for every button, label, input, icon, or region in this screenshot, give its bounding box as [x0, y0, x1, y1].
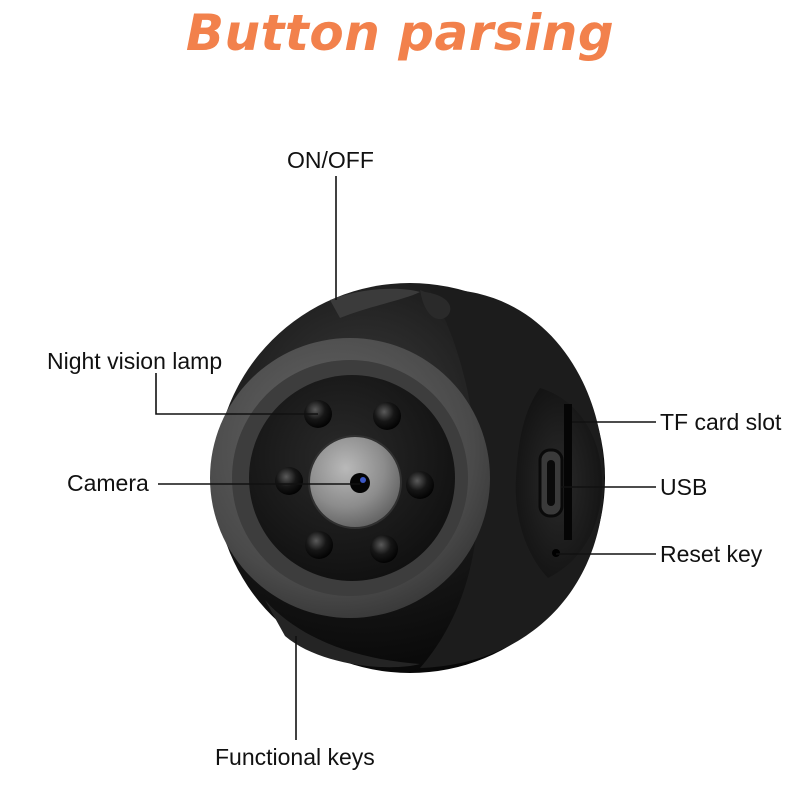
callout-usb: USB — [660, 474, 708, 500]
callout-functional-keys: Functional keys — [215, 744, 375, 770]
ir-led — [305, 531, 333, 559]
callout-night-vision-lamp: Night vision lamp — [47, 348, 223, 374]
ir-led — [370, 535, 398, 563]
callout-camera: Camera — [67, 470, 149, 496]
leader-lines — [155, 176, 656, 740]
ir-led — [406, 471, 434, 499]
reset-key-hole — [552, 549, 560, 557]
on-off-ridge — [330, 288, 420, 318]
tf-card-slot — [564, 404, 572, 540]
leader-line-night-vision — [155, 373, 318, 415]
page-title: Button parsing — [185, 4, 615, 62]
ir-led — [373, 402, 401, 430]
callout-on-off: ON/OFF — [287, 147, 374, 173]
night-vision-leds — [275, 400, 434, 563]
right-shell — [420, 289, 605, 668]
callout-reset-key: Reset key — [660, 541, 763, 567]
camera-lens — [350, 473, 370, 493]
ir-led — [275, 467, 303, 495]
callout-tf-card-slot: TF card slot — [660, 409, 782, 435]
